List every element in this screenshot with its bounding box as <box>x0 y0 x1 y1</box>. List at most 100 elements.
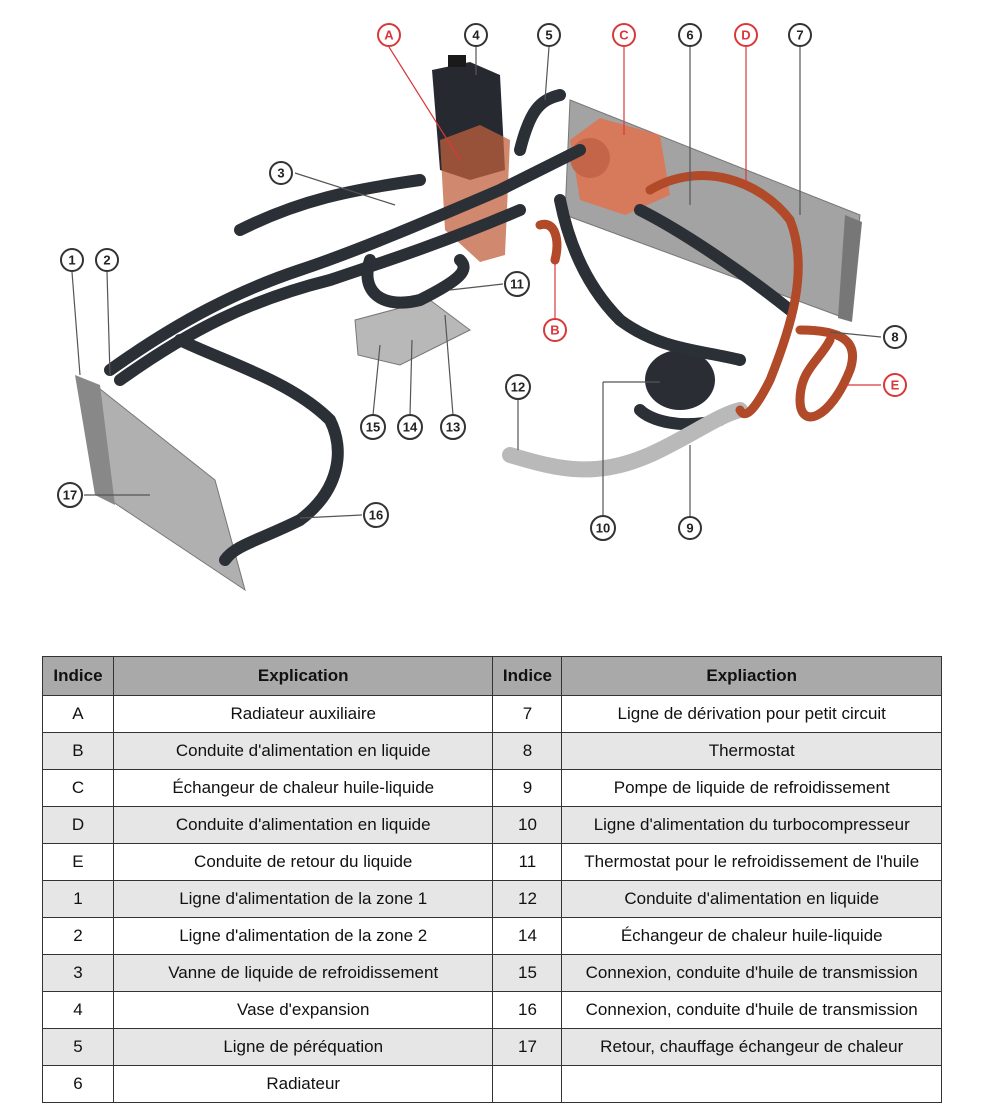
header-index-2: Indice <box>492 656 563 696</box>
svg-text:11: 11 <box>510 277 524 292</box>
legend-header-row: Indice Explication Indice Expliaction <box>42 656 942 696</box>
callout-2: 2 <box>95 248 119 272</box>
cooling-system-diagram: A 4 5 C 6 D 7 3 1 2 11 B 8 E 12 15 14 13… <box>57 23 907 592</box>
transmission-oil-exchanger <box>354 299 471 366</box>
svg-text:10: 10 <box>596 521 610 536</box>
legend-index: C <box>42 769 114 807</box>
callout-16: 16 <box>363 502 389 528</box>
callout-E: E <box>883 373 907 397</box>
callout-3: 3 <box>269 161 293 185</box>
legend-explanation: Radiateur <box>112 1065 494 1103</box>
legend-explanation: Thermostat <box>561 732 942 770</box>
svg-text:9: 9 <box>686 521 693 536</box>
callout-D: D <box>734 23 758 47</box>
callout-13: 13 <box>440 414 466 440</box>
turbo-supply-pipe <box>502 402 748 478</box>
svg-text:8: 8 <box>891 330 898 345</box>
legend-index: A <box>42 695 114 733</box>
svg-text:5: 5 <box>545 28 552 43</box>
legend-index: 5 <box>42 1028 114 1066</box>
legend-index: 8 <box>492 732 563 770</box>
legend-explanation: Échangeur de chaleur huile-liquide <box>112 769 494 807</box>
svg-text:12: 12 <box>511 380 525 395</box>
legend-explanation: Pompe de liquide de refroidissement <box>561 769 942 807</box>
legend-index: 4 <box>42 991 114 1029</box>
dark-hoses <box>104 89 796 566</box>
svg-text:3: 3 <box>277 166 284 181</box>
svg-text:E: E <box>891 378 900 393</box>
legend-index: 6 <box>42 1065 114 1103</box>
legend-index: D <box>42 806 114 844</box>
callout-4: 4 <box>464 23 488 47</box>
callout-8: 8 <box>883 325 907 349</box>
legend-explanation: Ligne de dérivation pour petit circuit <box>561 695 942 733</box>
legend-index: 9 <box>492 769 563 807</box>
legend-index: 11 <box>492 843 563 881</box>
legend-explanation: Retour, chauffage échangeur de chaleur <box>561 1028 942 1066</box>
legend-explanation: Ligne de péréquation <box>112 1028 494 1066</box>
legend-index: E <box>42 843 114 881</box>
oil-heat-exchanger <box>570 118 670 215</box>
callout-B: B <box>543 318 567 342</box>
legend-explanation: Ligne d'alimentation du turbocompresseur <box>561 806 942 844</box>
legend-explanation: Vanne de liquide de refroidissement <box>112 954 494 992</box>
callout-C: C <box>612 23 636 47</box>
callout-17: 17 <box>57 482 83 508</box>
callout-15: 15 <box>360 414 386 440</box>
svg-text:2: 2 <box>103 253 110 268</box>
legend-index: 16 <box>492 991 563 1029</box>
header-explanation-2: Expliaction <box>561 656 942 696</box>
legend-index: 12 <box>492 880 563 918</box>
callout-5: 5 <box>537 23 561 47</box>
legend-index: 3 <box>42 954 114 992</box>
legend-explanation: Conduite d'alimentation en liquide <box>112 732 494 770</box>
callout-1: 1 <box>60 248 84 272</box>
svg-text:B: B <box>550 323 559 338</box>
legend-index <box>492 1065 563 1103</box>
svg-text:D: D <box>741 28 750 43</box>
callout-A: A <box>377 23 401 47</box>
legend-index: 10 <box>492 806 563 844</box>
orange-hoses <box>535 171 857 422</box>
leader-lines <box>71 46 882 519</box>
callout-10: 10 <box>590 515 616 541</box>
legend-index: 15 <box>492 954 563 992</box>
legend-index: 2 <box>42 917 114 955</box>
callout-6: 6 <box>678 23 702 47</box>
svg-text:C: C <box>619 28 629 43</box>
callout-11: 11 <box>504 271 530 297</box>
svg-text:14: 14 <box>403 420 418 435</box>
callout-14: 14 <box>397 414 423 440</box>
legend-explanation: Thermostat pour le refroidissement de l'… <box>561 843 942 881</box>
legend-explanation: Ligne d'alimentation de la zone 2 <box>112 917 494 955</box>
svg-text:15: 15 <box>366 420 380 435</box>
legend-explanation: Connexion, conduite d'huile de transmiss… <box>561 991 942 1029</box>
svg-text:16: 16 <box>369 508 383 523</box>
svg-text:7: 7 <box>796 28 803 43</box>
auxiliary-radiator <box>75 375 246 592</box>
legend-explanation: Échangeur de chaleur huile-liquide <box>561 917 942 955</box>
header-index: Indice <box>42 656 114 696</box>
legend-index: 7 <box>492 695 563 733</box>
svg-text:6: 6 <box>686 28 693 43</box>
legend-explanation: Connexion, conduite d'huile de transmiss… <box>561 954 942 992</box>
callout-7: 7 <box>788 23 812 47</box>
legend-explanation: Conduite d'alimentation en liquide <box>112 806 494 844</box>
svg-text:4: 4 <box>472 28 480 43</box>
legend-explanation: Conduite de retour du liquide <box>112 843 494 881</box>
legend-index: 17 <box>492 1028 563 1066</box>
callout-9: 9 <box>678 516 702 540</box>
callout-12: 12 <box>505 374 531 400</box>
svg-text:17: 17 <box>63 488 77 503</box>
